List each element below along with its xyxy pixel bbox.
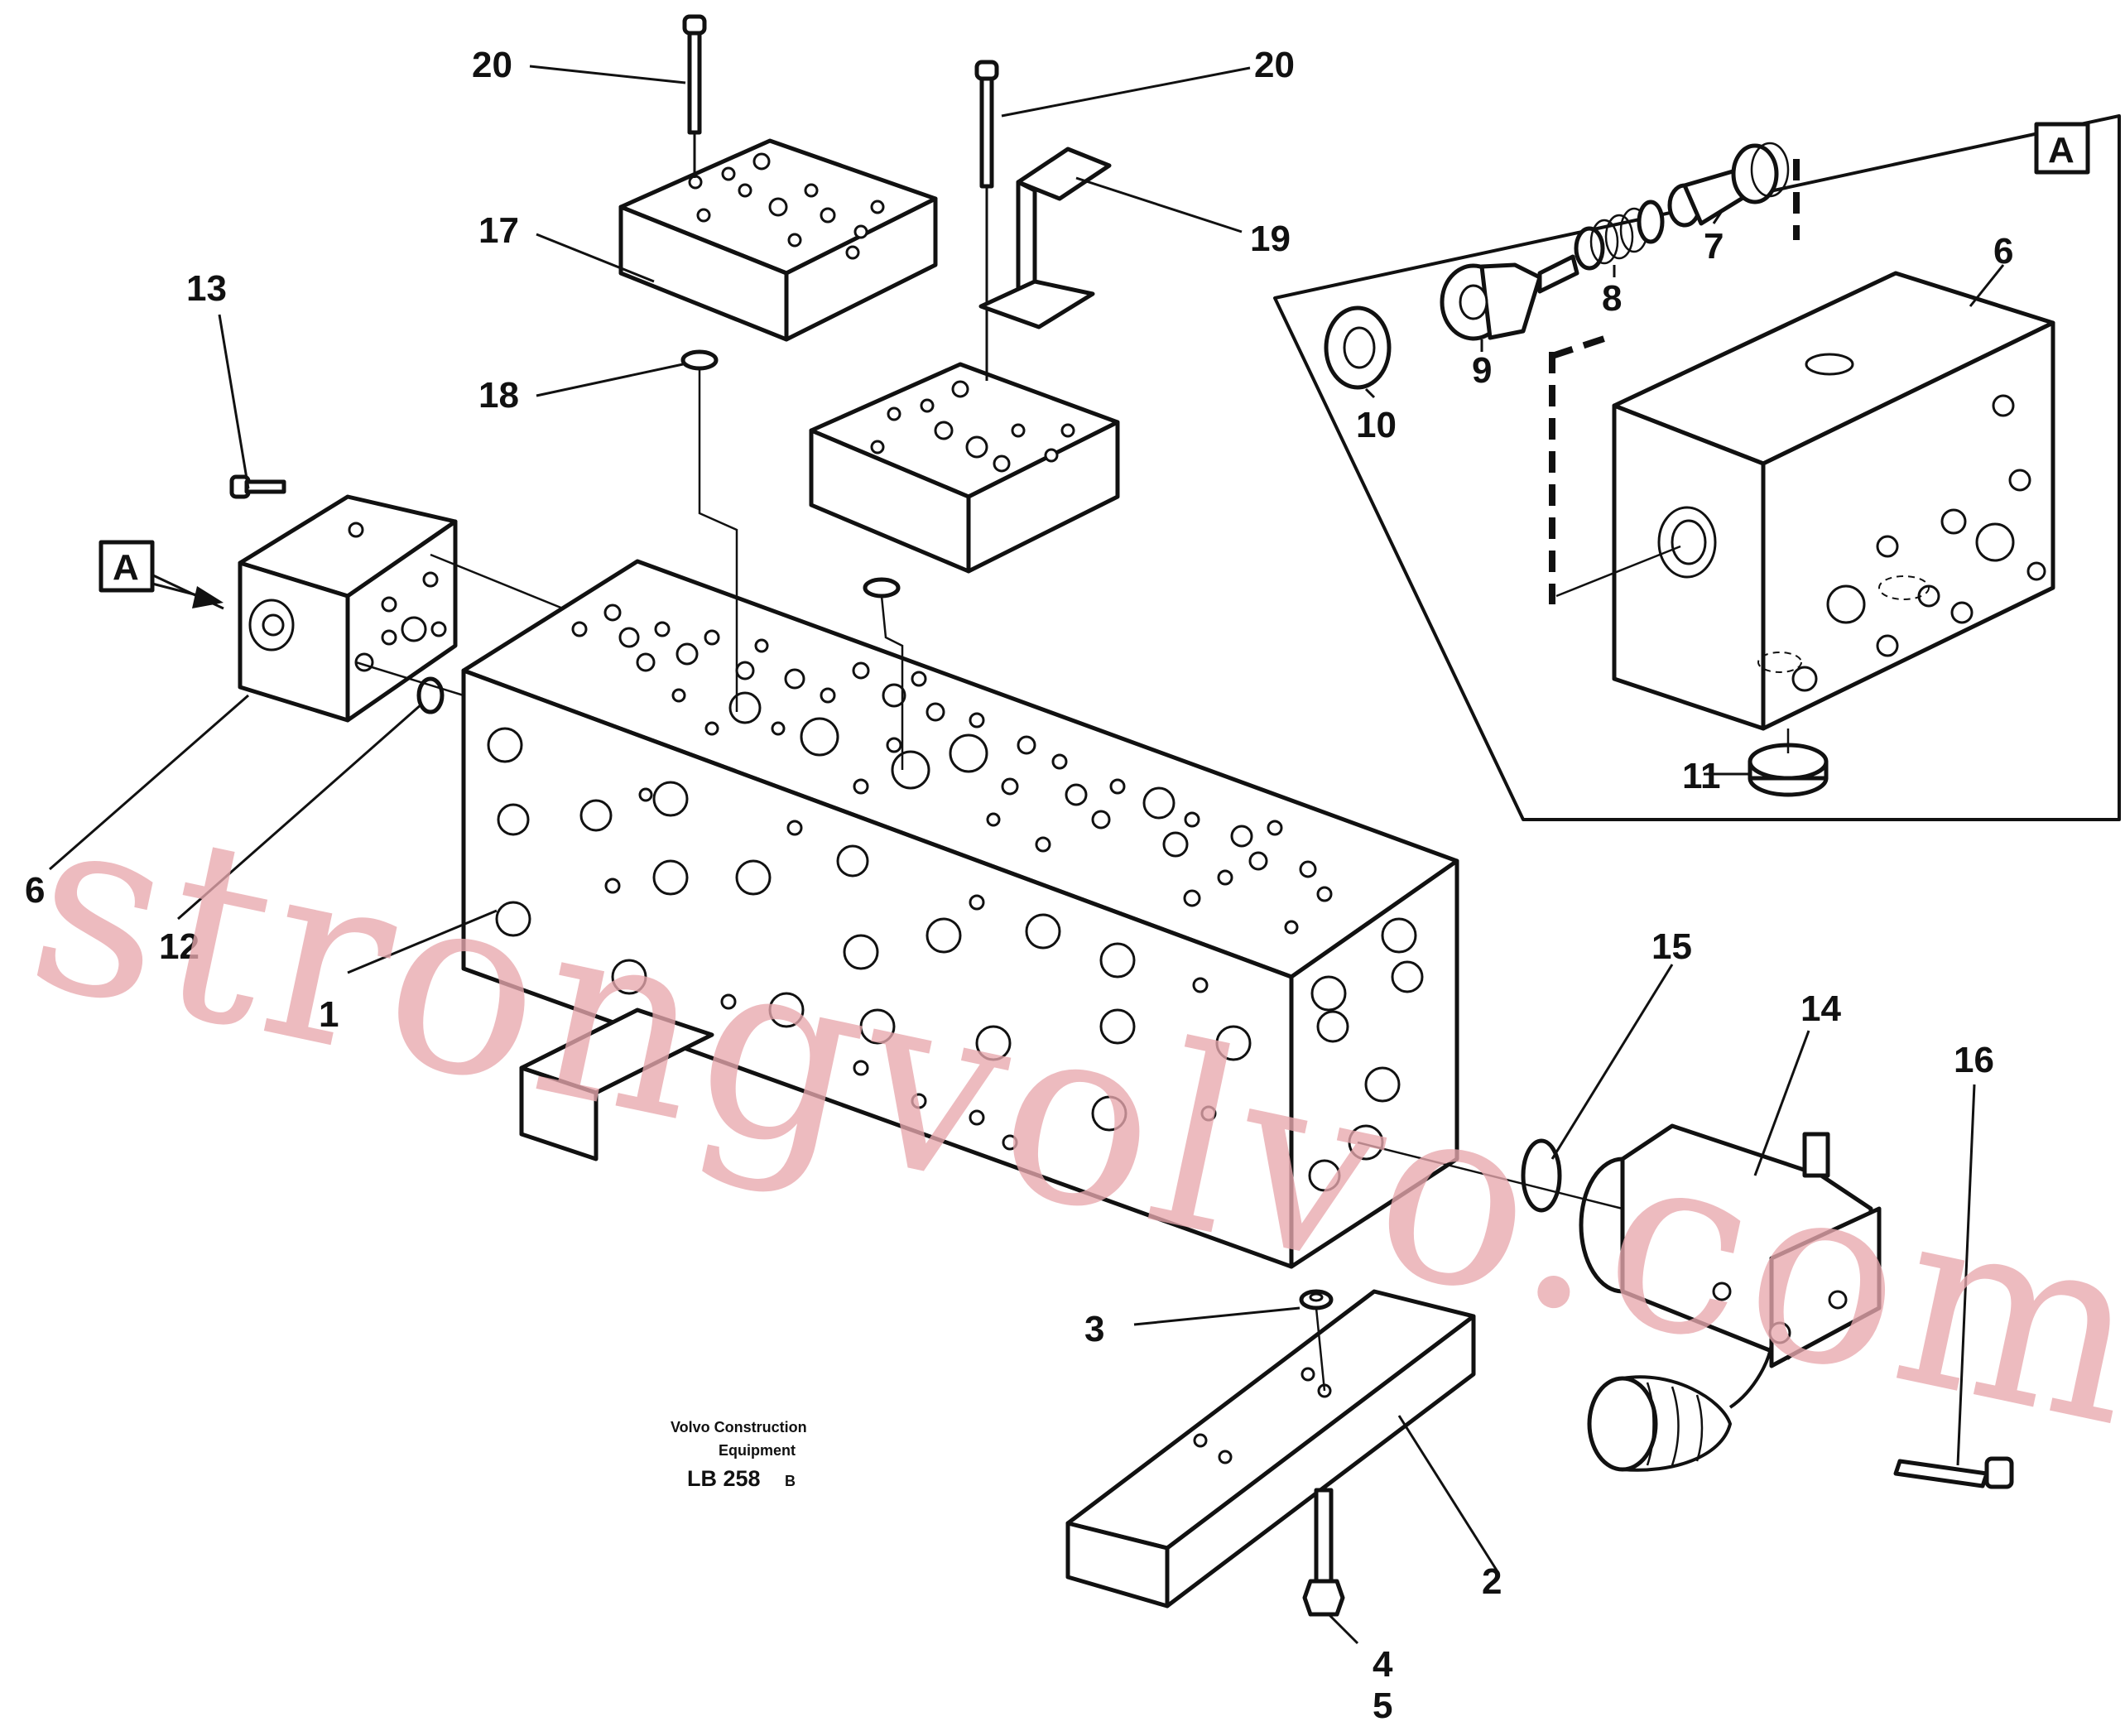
callout-20-right: 20 (1254, 45, 1295, 85)
callout-6-detail: 6 (1993, 231, 2013, 272)
callout-18: 18 (478, 375, 519, 416)
detail-marker-a-inset: A (2048, 130, 2075, 171)
block-top-holes (571, 604, 1333, 935)
drawing-code: LB 258 (687, 1466, 761, 1491)
callout-1: 1 (319, 994, 339, 1035)
callout-labels: 20 20 17 19 18 13 6 12 1 3 2 4 5 15 14 1… (25, 45, 2013, 1726)
callout-6-main: 6 (25, 870, 45, 911)
callout-5: 5 (1373, 1686, 1392, 1726)
flow-line-center (880, 595, 904, 770)
callout-14: 14 (1800, 988, 1841, 1029)
block-end-ports (1308, 917, 1424, 1192)
bolt-16 (1893, 1456, 2014, 1489)
detail-a-inset (1273, 114, 2121, 821)
sleeve-7 (1667, 142, 1790, 228)
bracket-19 (978, 147, 1112, 329)
oring-15 (1521, 1138, 1562, 1213)
pilot-block-17 (618, 138, 938, 342)
drawing-code-suffix: B (785, 1473, 796, 1489)
callout-10: 10 (1356, 405, 1397, 445)
bellows-boot (1587, 1340, 1773, 1472)
spring-8 (1574, 200, 1665, 271)
screw-13 (229, 474, 286, 499)
oring-center (863, 577, 901, 599)
bolt-20-left (682, 14, 707, 178)
bolt-20-right (974, 60, 999, 381)
plug-11 (1748, 729, 1829, 797)
plug-10 (1324, 305, 1392, 390)
callout-4: 4 (1373, 1644, 1393, 1685)
callout-12: 12 (159, 926, 200, 967)
end-valve-14 (1579, 1123, 1882, 1368)
callout-7: 7 (1704, 226, 1724, 267)
callout-11: 11 (1682, 756, 1721, 796)
valve-block-main (461, 559, 1459, 1269)
support-block-left (519, 1007, 714, 1161)
svg-text:A: A (2048, 130, 2075, 171)
piston-9 (1440, 254, 1579, 341)
credit-line-1: Volvo Construction (671, 1419, 807, 1435)
callout-15: 15 (1651, 926, 1692, 967)
oring-12 (416, 676, 445, 714)
svg-text:A: A (113, 547, 139, 588)
cover-block-6 (238, 494, 458, 723)
oring-18 (680, 349, 719, 371)
callout-9: 9 (1472, 350, 1492, 391)
callout-16: 16 (1954, 1040, 1994, 1080)
callout-8: 8 (1602, 278, 1622, 319)
credit-block: Volvo Construction Equipment LB 258 B (671, 1419, 807, 1491)
detail-marker-a-main: A (99, 540, 224, 608)
washer-part-3 (1299, 1289, 1334, 1392)
callout-20-left: 20 (472, 45, 512, 85)
callout-19: 19 (1250, 219, 1291, 259)
block-front-holes (487, 727, 1252, 1151)
callout-13: 13 (186, 268, 227, 309)
pilot-block-center (809, 362, 1120, 574)
mounting-bar (1065, 1289, 1476, 1609)
flow-line-left (698, 368, 738, 712)
bolt-part-4 (1302, 1488, 1345, 1617)
credit-line-2: Equipment (719, 1442, 796, 1459)
callout-2: 2 (1482, 1561, 1502, 1602)
callout-3: 3 (1084, 1309, 1104, 1349)
detail-cover-block-6 (1612, 271, 2055, 731)
callout-17: 17 (478, 210, 519, 251)
